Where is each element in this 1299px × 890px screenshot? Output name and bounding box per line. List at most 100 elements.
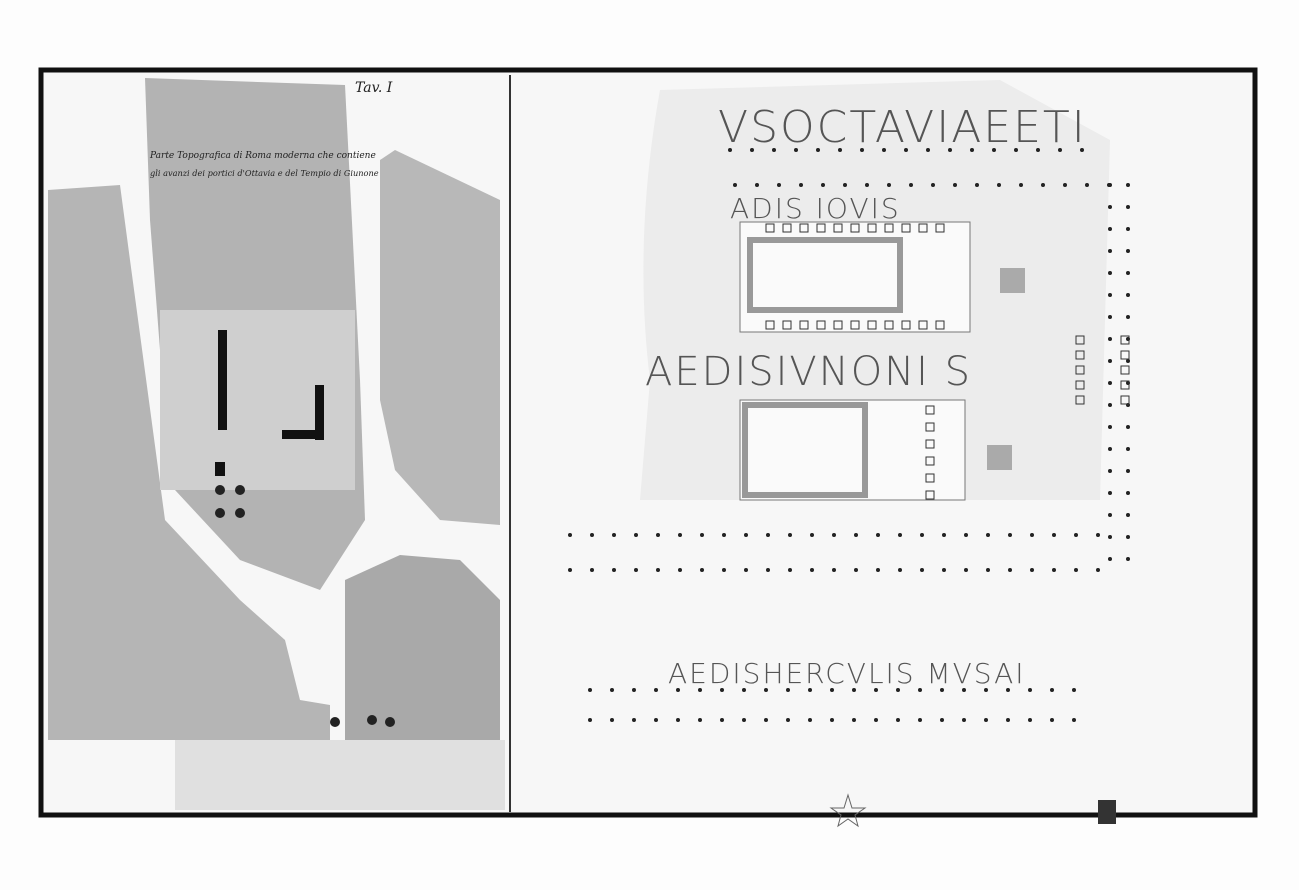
column-mark xyxy=(920,533,924,537)
column-mark xyxy=(612,568,616,572)
column-mark xyxy=(1126,315,1130,319)
column-mark xyxy=(1008,568,1012,572)
column-mark xyxy=(1080,148,1084,152)
column-mark xyxy=(867,223,877,233)
column-mark xyxy=(1120,380,1130,390)
column-mark xyxy=(884,223,894,233)
column-mark xyxy=(1108,293,1112,297)
column-mark xyxy=(698,688,702,692)
column-mark xyxy=(876,533,880,537)
column-mark xyxy=(1096,568,1100,572)
wall-remain xyxy=(315,385,324,440)
column-mark xyxy=(940,718,944,722)
column-mark xyxy=(1120,395,1130,405)
column-mark xyxy=(720,688,724,692)
column-mark xyxy=(942,533,946,537)
map-title-line1: Parte Topografica di Roma moderna che co… xyxy=(149,151,376,161)
column-mark xyxy=(850,223,860,233)
column-mark xyxy=(962,718,966,722)
map-title-line2: gli avanzi dei portici d'Ottavia e del T… xyxy=(150,168,379,178)
column-mark xyxy=(1126,249,1130,253)
column-mark xyxy=(744,568,748,572)
column-mark xyxy=(810,533,814,537)
column-mark xyxy=(766,568,770,572)
column-mark xyxy=(1075,365,1085,375)
column-mark xyxy=(1126,557,1130,561)
column-mark xyxy=(1074,568,1078,572)
column-mark xyxy=(816,148,820,152)
column-mark xyxy=(843,183,847,187)
column-mark xyxy=(1120,335,1130,345)
column-mark xyxy=(1126,359,1130,363)
frame-clip xyxy=(1098,800,1116,824)
column-mark xyxy=(901,320,911,330)
column-mark xyxy=(612,533,616,537)
column-mark xyxy=(964,568,968,572)
column-mark xyxy=(799,183,803,187)
column-mark xyxy=(1108,469,1112,473)
column-mark xyxy=(986,568,990,572)
column-mark xyxy=(975,183,979,187)
column-mark xyxy=(925,490,935,500)
column-mark xyxy=(1108,359,1112,363)
column-mark xyxy=(788,568,792,572)
column-mark xyxy=(385,717,395,727)
column-mark xyxy=(568,533,572,537)
column-mark xyxy=(970,148,974,152)
column-mark xyxy=(590,568,594,572)
city-block-east xyxy=(380,150,500,525)
column-mark xyxy=(1058,148,1062,152)
column-mark xyxy=(1052,568,1056,572)
column-mark xyxy=(634,533,638,537)
column-mark xyxy=(654,688,658,692)
column-mark xyxy=(898,533,902,537)
column-mark xyxy=(766,533,770,537)
column-mark xyxy=(1126,183,1130,187)
plate-number: Tav. I xyxy=(355,80,393,96)
column-mark xyxy=(925,439,935,449)
column-mark xyxy=(918,688,922,692)
column-mark xyxy=(1072,718,1076,722)
column-mark xyxy=(764,718,768,722)
column-mark xyxy=(676,688,680,692)
column-mark xyxy=(610,718,614,722)
temple-jupiter-cella xyxy=(747,237,903,313)
column-mark xyxy=(1126,513,1130,517)
column-mark xyxy=(700,568,704,572)
column-mark xyxy=(962,688,966,692)
column-mark xyxy=(1108,425,1112,429)
column-mark xyxy=(854,568,858,572)
column-mark xyxy=(920,568,924,572)
column-mark xyxy=(935,223,945,233)
column-mark xyxy=(948,148,952,152)
column-mark xyxy=(925,422,935,432)
column-mark xyxy=(1036,148,1040,152)
column-mark xyxy=(722,533,726,537)
column-mark xyxy=(1126,425,1130,429)
column-mark xyxy=(744,533,748,537)
column-mark xyxy=(235,485,245,495)
column-mark xyxy=(940,688,944,692)
column-mark xyxy=(765,223,775,233)
column-mark xyxy=(1126,469,1130,473)
column-mark xyxy=(1126,447,1130,451)
column-mark xyxy=(1028,718,1032,722)
column-mark xyxy=(1072,688,1076,692)
column-mark xyxy=(874,688,878,692)
column-mark xyxy=(918,718,922,722)
column-mark xyxy=(1108,403,1112,407)
column-mark xyxy=(935,320,945,330)
column-mark xyxy=(832,533,836,537)
wall-remain xyxy=(282,430,322,439)
column-mark xyxy=(764,688,768,692)
column-mark xyxy=(1126,205,1130,209)
column-mark xyxy=(904,148,908,152)
column-mark xyxy=(984,718,988,722)
column-mark xyxy=(1120,350,1130,360)
column-mark xyxy=(821,183,825,187)
column-mark xyxy=(728,148,732,152)
column-mark xyxy=(867,320,877,330)
column-mark xyxy=(1075,380,1085,390)
column-mark xyxy=(1006,718,1010,722)
